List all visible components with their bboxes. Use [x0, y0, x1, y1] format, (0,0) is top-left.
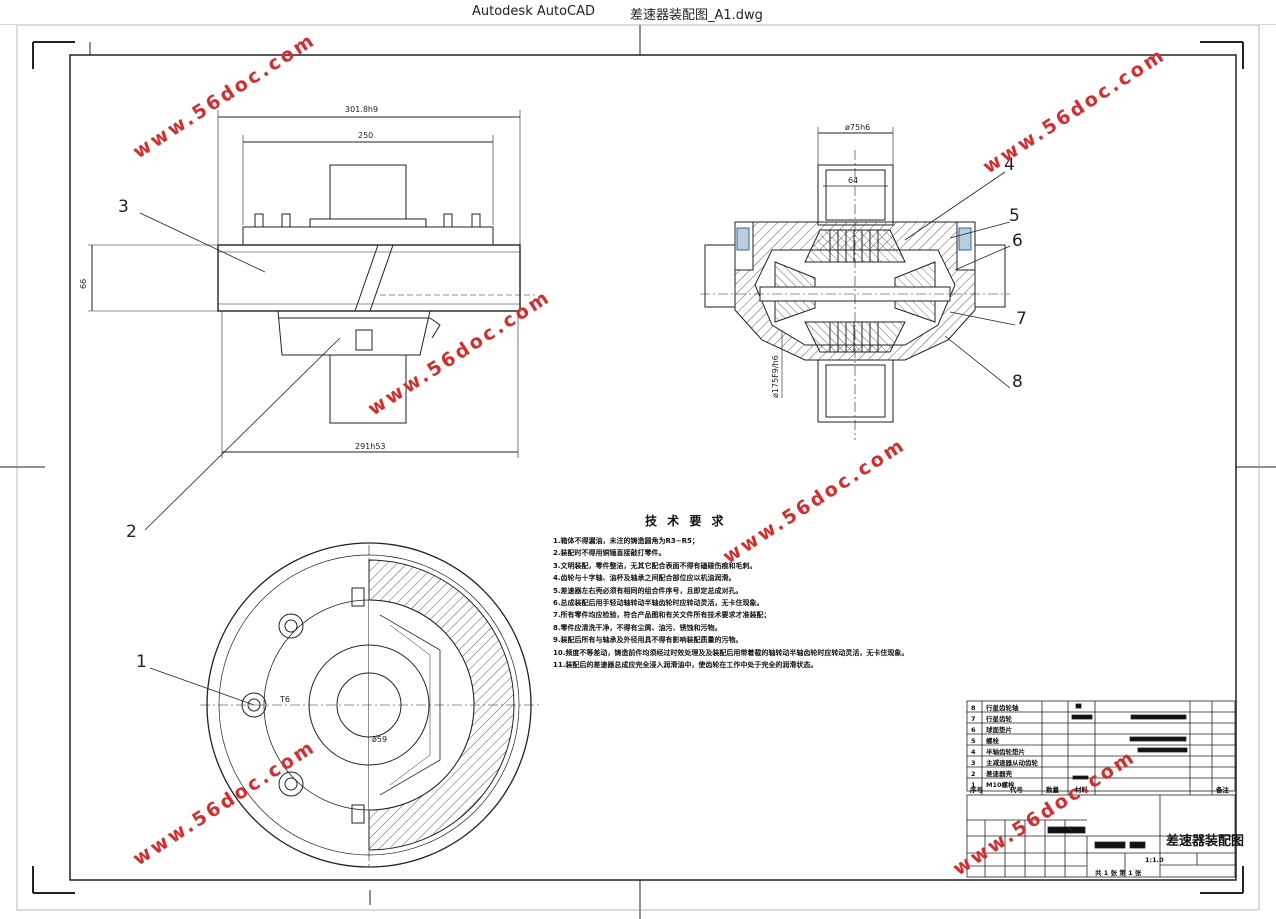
part-number: 2 [971, 770, 976, 778]
drawing-name: 差速器装配图 [1166, 834, 1245, 849]
part-number: 6 [971, 726, 976, 734]
part-name: 行星齿轮轴 [985, 703, 1019, 712]
header-seq: 序号 [969, 785, 984, 794]
part-name: 螺栓 [986, 736, 1000, 745]
dim-side-dia: ø175F9/h6 [771, 355, 780, 398]
part-name: 球面垫片 [986, 725, 1012, 734]
part-name: 差速器壳 [986, 769, 1013, 778]
tech-req-item: 10.频度不等差动，铸造前件均须经过时效处理及及装配后用带着载的轴转动半轴齿轮时… [553, 648, 909, 657]
tech-req-item: 11.装配后的差速器总成应完全浸入润滑油中，使齿轮在工作中处于完全的润滑状态。 [553, 661, 818, 670]
scale-value: 1:1.0 [1145, 856, 1164, 864]
part-number: 8 [971, 704, 976, 712]
tech-req-item: 3.文明装配，零件整洁，无其它配合表面不得有磕碰伤痕和毛刺。 [553, 561, 757, 570]
section-view [700, 127, 1010, 440]
tech-req-item: 5.差速器左右壳必须有相同的组合件序号，且即定总成对孔。 [553, 586, 743, 595]
tech-req-item: 8.零件应清洗干净，不得有尘屑、油污、锈蚀和污物。 [553, 623, 722, 632]
part-name: 半轴齿轮垫片 [986, 747, 1025, 756]
bottom-view [200, 542, 540, 868]
tech-req-item: 6.总成装配后用手轻动轴转动半轴齿轮时应转动灵活，无卡住现象。 [553, 599, 764, 608]
app-title: Autodesk AutoCAD [472, 4, 596, 19]
part-name: 行星齿轮 [985, 714, 1013, 723]
part-number: 1 [971, 781, 976, 789]
callout-1: 1 [136, 652, 147, 672]
part-number: 5 [971, 737, 976, 745]
tech-req-title: 技 术 要 求 [645, 514, 727, 528]
document-title: 差速器装配图_A1.dwg [630, 8, 763, 23]
dim-shaft-dia: ø75h6 [845, 123, 870, 132]
sheet-info: 共 1 张 第 1 张 [1095, 868, 1142, 877]
header-remark: 备注 [1215, 785, 1230, 794]
dim-height: 66 [79, 279, 88, 289]
tech-req-item: 4.齿轮与十字轴、油杯及轴承之间配合部位应以机油润滑。 [553, 574, 736, 583]
front-view [88, 110, 535, 458]
callout-8: 8 [1012, 372, 1023, 392]
window-titlebar: Autodesk AutoCAD 差速器装配图_A1.dwg [0, 0, 1276, 25]
tech-req-item: 1.箱体不得漏油，未注的铸造圆角为R3~R5； [553, 537, 699, 545]
part-number: 3 [971, 759, 976, 767]
part-name: 主减速器从动齿轮 [986, 758, 1039, 767]
drawing-sheet[interactable]: 301.8h9 250 66 291h53 ø75h6 64 ø175F9/h6… [0, 25, 1276, 919]
callout-7: 7 [1016, 309, 1027, 329]
dim-inner-width: 250 [358, 131, 373, 140]
header-code: 代号 [1009, 785, 1024, 794]
part-name: M10螺栓 [986, 780, 1015, 789]
technical-requirements: 技 术 要 求 1.箱体不得漏油，未注的铸造圆角为R3~R5； 2.装配时不得用铜… [553, 512, 953, 671]
tech-req-list: 1.箱体不得漏油，未注的铸造圆角为R3~R5； 2.装配时不得用铜锤直接敲打零件。… [553, 535, 953, 671]
dim-shaft-width: 64 [848, 176, 858, 185]
dim-hub: T6 [279, 695, 290, 704]
dim-top-width: 301.8h9 [345, 105, 378, 114]
callout-5: 5 [1009, 206, 1020, 226]
drawing-canvas[interactable]: 301.8h9 250 66 291h53 ø75h6 64 ø175F9/h6… [0, 25, 1276, 919]
callout-6: 6 [1012, 231, 1023, 251]
header-material: 材料 [1074, 785, 1089, 794]
callout-3: 3 [118, 197, 129, 217]
tech-req-item: 9.装配后所有与轴承及外径用具不得有影响装配质量的污物。 [553, 636, 743, 645]
tech-req-item: 7.所有零件均应检验，符合产品图和有关文件所有技术要求才准装配； [553, 611, 771, 620]
title-block [966, 700, 1236, 878]
header-qty: 数量 [1046, 785, 1060, 794]
callout-4: 4 [1004, 155, 1015, 175]
part-number: 7 [971, 715, 976, 723]
tech-req-item: 2.装配时不得用铜锤直接敲打零件。 [553, 549, 666, 558]
callout-2: 2 [126, 522, 137, 542]
dim-hub-dia: ø59 [372, 735, 387, 744]
part-number: 4 [971, 748, 976, 756]
dim-bottom-width: 291h53 [355, 442, 386, 451]
